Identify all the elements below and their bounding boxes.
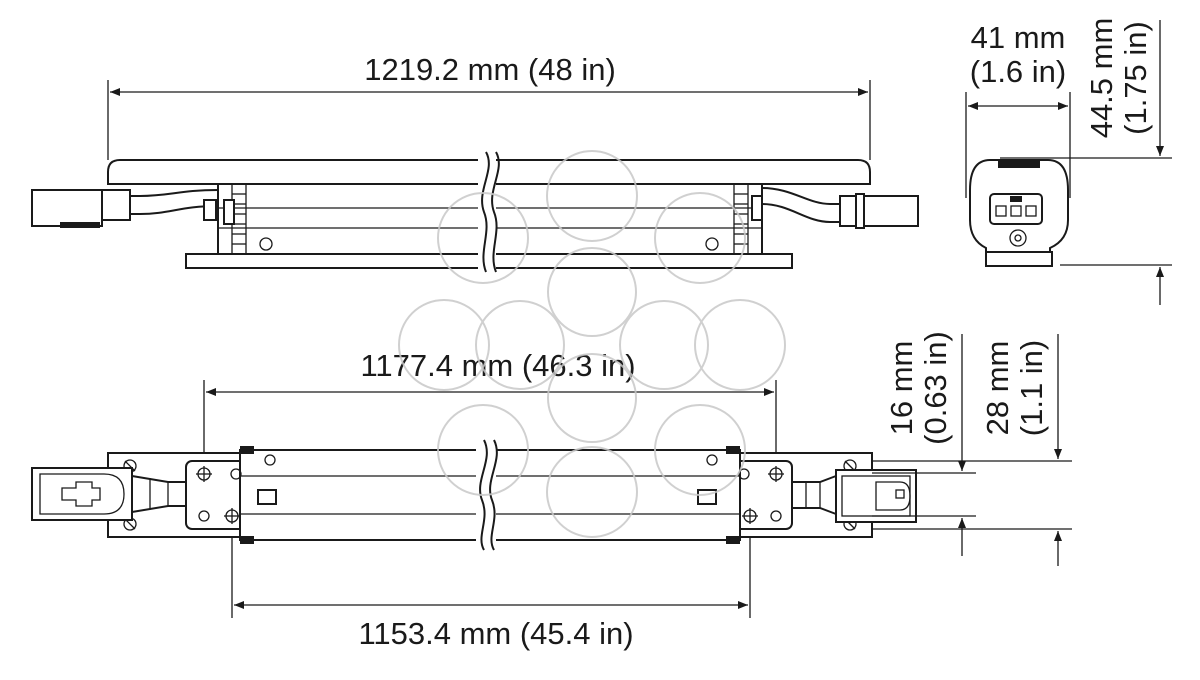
hole-spacing-dimension: 1153.4 mm (45.4 in)	[231, 520, 751, 651]
break-line-top	[478, 151, 500, 273]
base-width-mm-label: 28 mm	[980, 341, 1015, 436]
overall-length-label: 1219.2 mm (48 in)	[364, 52, 616, 87]
slot-left	[257, 489, 277, 505]
right-connector	[751, 187, 919, 229]
end-width-mm-label: 41 mm	[971, 20, 1066, 55]
bracket-width-dimension: 16 mm (0.63 in)	[872, 331, 976, 556]
bracket-width-in-label: (0.63 in)	[918, 331, 953, 445]
overall-length-dimension: 1219.2 mm (48 in)	[107, 52, 871, 160]
left-connector	[31, 189, 235, 228]
mounting-holes	[196, 454, 784, 524]
end-height-mm-label: 44.5 mm	[1084, 18, 1119, 139]
top-right-connector	[792, 459, 917, 531]
end-height-dimension: 44.5 mm (1.75 in)	[1000, 18, 1172, 305]
base-width-in-label: (1.1 in)	[1014, 340, 1049, 436]
top-left-connector	[31, 459, 186, 531]
bracket-width-mm-label: 16 mm	[884, 341, 919, 436]
mounting-length-dimension: 1177.4 mm (46.3 in)	[203, 348, 777, 530]
hole-spacing-label: 1153.4 mm (45.4 in)	[358, 616, 633, 651]
end-view: 41 mm (1.6 in) 44.5 mm (1.75 in)	[965, 18, 1172, 305]
base-width-dimension: 28 mm (1.1 in)	[872, 334, 1072, 566]
side-view: 1219.2 mm (48 in)	[31, 52, 919, 273]
end-width-dimension: 41 mm (1.6 in)	[965, 20, 1071, 198]
end-width-in-label: (1.6 in)	[970, 54, 1066, 89]
end-height-in-label: (1.75 in)	[1118, 21, 1153, 135]
watermark-logo	[398, 150, 786, 538]
